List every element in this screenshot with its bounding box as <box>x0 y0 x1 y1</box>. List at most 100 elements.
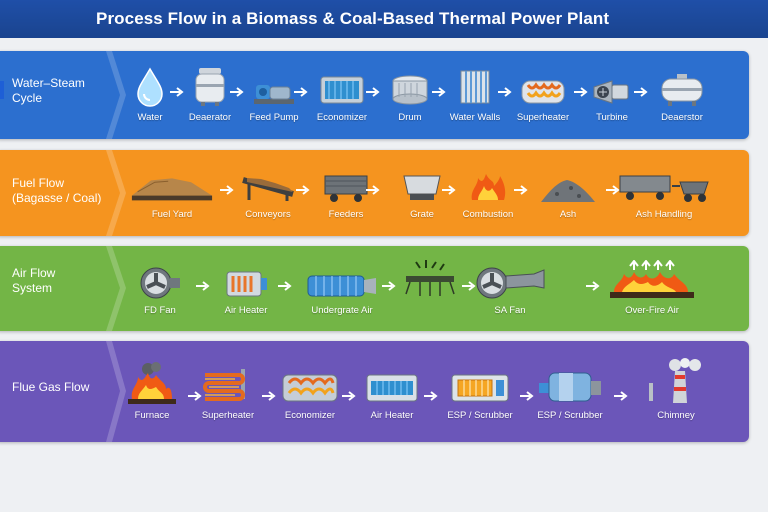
arrow-icon <box>574 87 588 97</box>
node-esp: ESP / Scrubber <box>440 361 520 421</box>
node-grate-airflow <box>390 256 470 305</box>
node-label: Air Heater <box>224 305 268 316</box>
node-combustion: Combustion <box>448 160 528 220</box>
arrow-icon <box>366 87 380 97</box>
superheater-coil-icon <box>503 63 583 107</box>
node-turbine: Turbine <box>572 63 652 123</box>
arrow-icon <box>382 281 396 291</box>
node-label: Over-Fire Air <box>625 305 679 316</box>
node-superheater: Superheater <box>503 63 583 123</box>
arrow-icon <box>520 391 534 401</box>
node-label: Water Walls <box>449 112 501 123</box>
ash-pile-icon <box>528 160 608 204</box>
air-label-line2: System <box>12 281 53 295</box>
air-heater-icon <box>206 256 286 300</box>
node-feed-pump: Feed Pump <box>234 63 314 123</box>
band-marker <box>0 81 4 99</box>
arrow-icon <box>432 87 446 97</box>
arrow-icon <box>170 87 184 97</box>
air-heater-icon <box>352 361 432 405</box>
arrow-icon <box>498 87 512 97</box>
air-flow-band: Air Flow System FD Fan Air Heater Underg… <box>0 246 749 331</box>
water-steam-label-line2: Cycle <box>12 91 43 105</box>
node-label: Furnace <box>134 410 170 421</box>
fuel-yard-icon <box>130 160 214 204</box>
arrow-icon <box>424 391 438 401</box>
scrubber-icon <box>530 361 610 405</box>
node-over-fire-air: Over-Fire Air <box>604 256 700 316</box>
node-label: Air Heater <box>370 410 414 421</box>
node-ash: Ash <box>528 160 608 220</box>
arrow-icon <box>220 185 234 195</box>
node-label: Economizer <box>316 112 368 123</box>
air-flow-label: Air Flow System <box>12 266 55 296</box>
sa-fan-icon <box>470 256 550 300</box>
arrow-icon <box>442 185 456 195</box>
band-divider-chevron <box>106 51 126 139</box>
water-steam-band: Water–Steam Cycle Water Deaerator Feed P… <box>0 51 749 139</box>
node-water-walls: Water Walls <box>435 63 515 123</box>
feeder-cart-icon <box>306 160 386 204</box>
arrow-icon <box>294 87 308 97</box>
node-label: SA Fan <box>494 305 526 316</box>
node-label: Deaerator <box>188 112 232 123</box>
node-label: Drum <box>398 112 422 123</box>
arrow-icon <box>606 185 620 195</box>
arrow-icon <box>462 281 476 291</box>
node-label: Superheater <box>516 112 570 123</box>
arrow-icon <box>614 391 628 401</box>
arrow-icon <box>196 281 210 291</box>
node-undergrate-air: Undergrate Air <box>292 256 392 316</box>
turbine-icon <box>572 63 652 107</box>
arrow-icon <box>262 391 276 401</box>
fuel-flow-label: Fuel Flow (Bagasse / Coal) <box>12 176 101 206</box>
undergrate-air-icon <box>292 256 392 300</box>
economizer-coil-icon <box>270 361 350 405</box>
water-walls-icon <box>435 63 515 107</box>
node-label: Economizer <box>284 410 336 421</box>
node-feeders: Feeders <box>306 160 386 220</box>
node-label: Superheater <box>201 410 255 421</box>
node-air-heater: Air Heater <box>206 256 286 316</box>
chimney-icon <box>636 358 716 405</box>
node-chimney: Chimney <box>636 358 716 421</box>
node-label: Chimney <box>657 410 695 421</box>
economizer-icon <box>302 63 382 107</box>
arrow-icon <box>634 87 648 97</box>
page-title: Process Flow in a Biomass & Coal-Based T… <box>96 9 610 28</box>
flue-label-line1: Flue Gas Flow <box>12 380 90 394</box>
flame-icon <box>448 160 528 204</box>
node-label: Deaerstor <box>661 112 703 123</box>
band-divider-chevron <box>106 150 126 236</box>
band-divider-chevron <box>106 341 126 442</box>
water-steam-label: Water–Steam Cycle <box>12 76 85 106</box>
flue-gas-band: Flue Gas Flow Furnace Superheater Econom… <box>0 341 749 442</box>
node-deaerator-2: Deaerstor <box>642 63 722 123</box>
arrow-icon <box>342 391 356 401</box>
node-label: ESP / Scrubber <box>447 410 513 421</box>
arrow-icon <box>230 87 244 97</box>
node-label: Feed Pump <box>249 112 299 123</box>
ash-cart-icon <box>616 160 712 204</box>
arrow-icon <box>366 185 380 195</box>
deaerator-tank-icon <box>642 63 722 107</box>
node-conveyors: Conveyors <box>228 160 308 220</box>
esp-icon <box>440 361 520 405</box>
node-label: Grate <box>410 209 434 220</box>
fuel-label-line2: (Bagasse / Coal) <box>12 191 102 205</box>
air-label-line1: Air Flow <box>12 266 56 280</box>
node-label: Undergrate Air <box>311 305 373 316</box>
flue-gas-label: Flue Gas Flow <box>12 380 89 395</box>
drum-icon <box>370 63 450 107</box>
grate-icon <box>382 160 462 204</box>
node-label: ESP / Scrubber <box>537 410 603 421</box>
superheater-coil-icon <box>188 361 268 405</box>
water-steam-label-line1: Water–Steam <box>12 76 85 90</box>
node-scrubber: ESP / Scrubber <box>530 361 610 421</box>
node-air-heater-flue: Air Heater <box>352 361 432 421</box>
arrow-icon <box>188 391 202 401</box>
node-grate: Grate <box>382 160 462 220</box>
arrow-icon <box>586 281 600 291</box>
water-drop-icon <box>110 63 190 107</box>
pump-icon <box>234 63 314 107</box>
